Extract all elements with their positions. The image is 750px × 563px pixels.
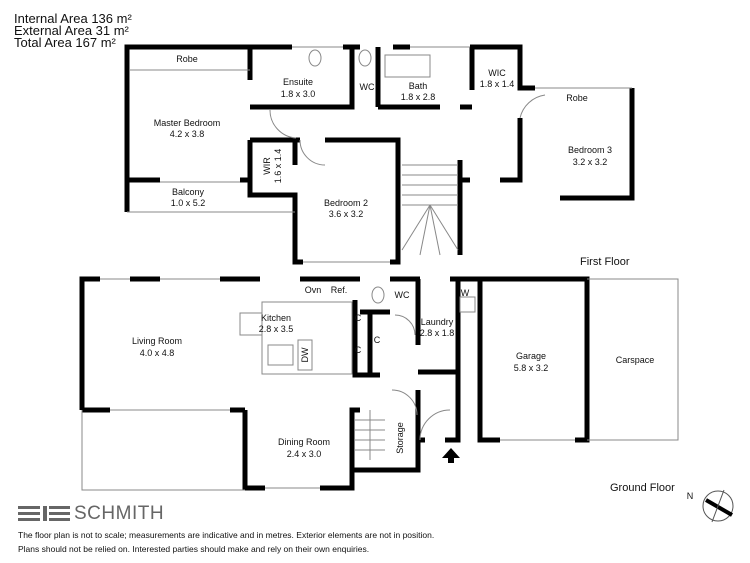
total-area: Total Area 167 m² <box>14 35 117 50</box>
ground-staircase <box>355 410 385 460</box>
room-name: Living Room <box>132 336 182 346</box>
ground-floor-thin <box>81 278 679 491</box>
cupboard-label: C <box>374 335 381 345</box>
room-size: 1.8 x 2.8 <box>401 92 436 102</box>
room-size: 2.8 x 1.8 <box>420 328 455 338</box>
room-size: 4.0 x 4.8 <box>140 348 175 358</box>
room-name: Carspace <box>616 355 655 365</box>
compass-icon: N <box>687 489 734 523</box>
room-name: WC <box>395 290 410 300</box>
room-size: 1.0 x 5.2 <box>171 198 206 208</box>
room-size: 4.2 x 3.8 <box>170 129 205 139</box>
room-name: Balcony <box>172 187 205 197</box>
room-size: 1.8 x 1.4 <box>480 79 515 89</box>
cupboard-label: C <box>355 313 362 323</box>
staircase <box>401 164 459 256</box>
room-name: Kitchen <box>261 313 291 323</box>
room-size: 2.8 x 3.5 <box>259 324 294 334</box>
brand-logo: SCHMITH <box>18 503 164 525</box>
ground-floor-walls <box>79 276 590 491</box>
room-name: Bedroom 2 <box>324 198 368 208</box>
external-area: External Area 31 m² <box>14 23 130 38</box>
first-floor-thin <box>127 46 632 263</box>
room-name: Ensuite <box>283 77 313 87</box>
disclaimer-line-1: The floor plan is not to scale; measurem… <box>18 530 435 540</box>
room-name: WIC <box>488 68 506 78</box>
oven-label: Ovn <box>305 285 322 295</box>
room-size: 1.6 x 1.4 <box>273 149 283 184</box>
first-floor-label: First Floor <box>580 256 630 268</box>
room-name: Dining Room <box>278 437 330 447</box>
north-label: N <box>687 491 694 501</box>
room-name: WC <box>360 82 375 92</box>
internal-area: Internal Area 136 m² <box>14 11 132 26</box>
entry-arrow-icon <box>442 448 460 463</box>
room-name: Bedroom 3 <box>568 145 612 155</box>
cupboard-label: C <box>355 345 362 355</box>
room-size: 2.4 x 3.0 <box>287 449 322 459</box>
room-name: Storage <box>395 422 405 454</box>
room-size: 3.2 x 3.2 <box>573 157 608 167</box>
ground-floor-label: Ground Floor <box>610 482 675 494</box>
first-floor-walls <box>124 44 635 265</box>
room-name: WIR <box>262 157 272 175</box>
fridge-label: Ref. <box>331 285 348 295</box>
room-name: Bath <box>409 81 428 91</box>
room-name: Master Bedroom <box>154 118 221 128</box>
room-name: Robe <box>176 54 198 64</box>
room-name: Laundry <box>421 317 454 327</box>
room-name: Robe <box>566 93 588 103</box>
room-name: Garage <box>516 351 546 361</box>
schmith-logo-icon <box>18 506 70 521</box>
brand-name: SCHMITH <box>74 503 165 524</box>
room-size: 1.8 x 3.0 <box>281 89 316 99</box>
room-size: 5.8 x 3.2 <box>514 363 549 373</box>
room-size: 3.6 x 3.2 <box>329 209 364 219</box>
washer-label: W <box>461 288 470 298</box>
dishwasher-label: DW <box>300 347 310 362</box>
disclaimer-line-2: Plans should not be relied on. Intereste… <box>18 544 370 554</box>
